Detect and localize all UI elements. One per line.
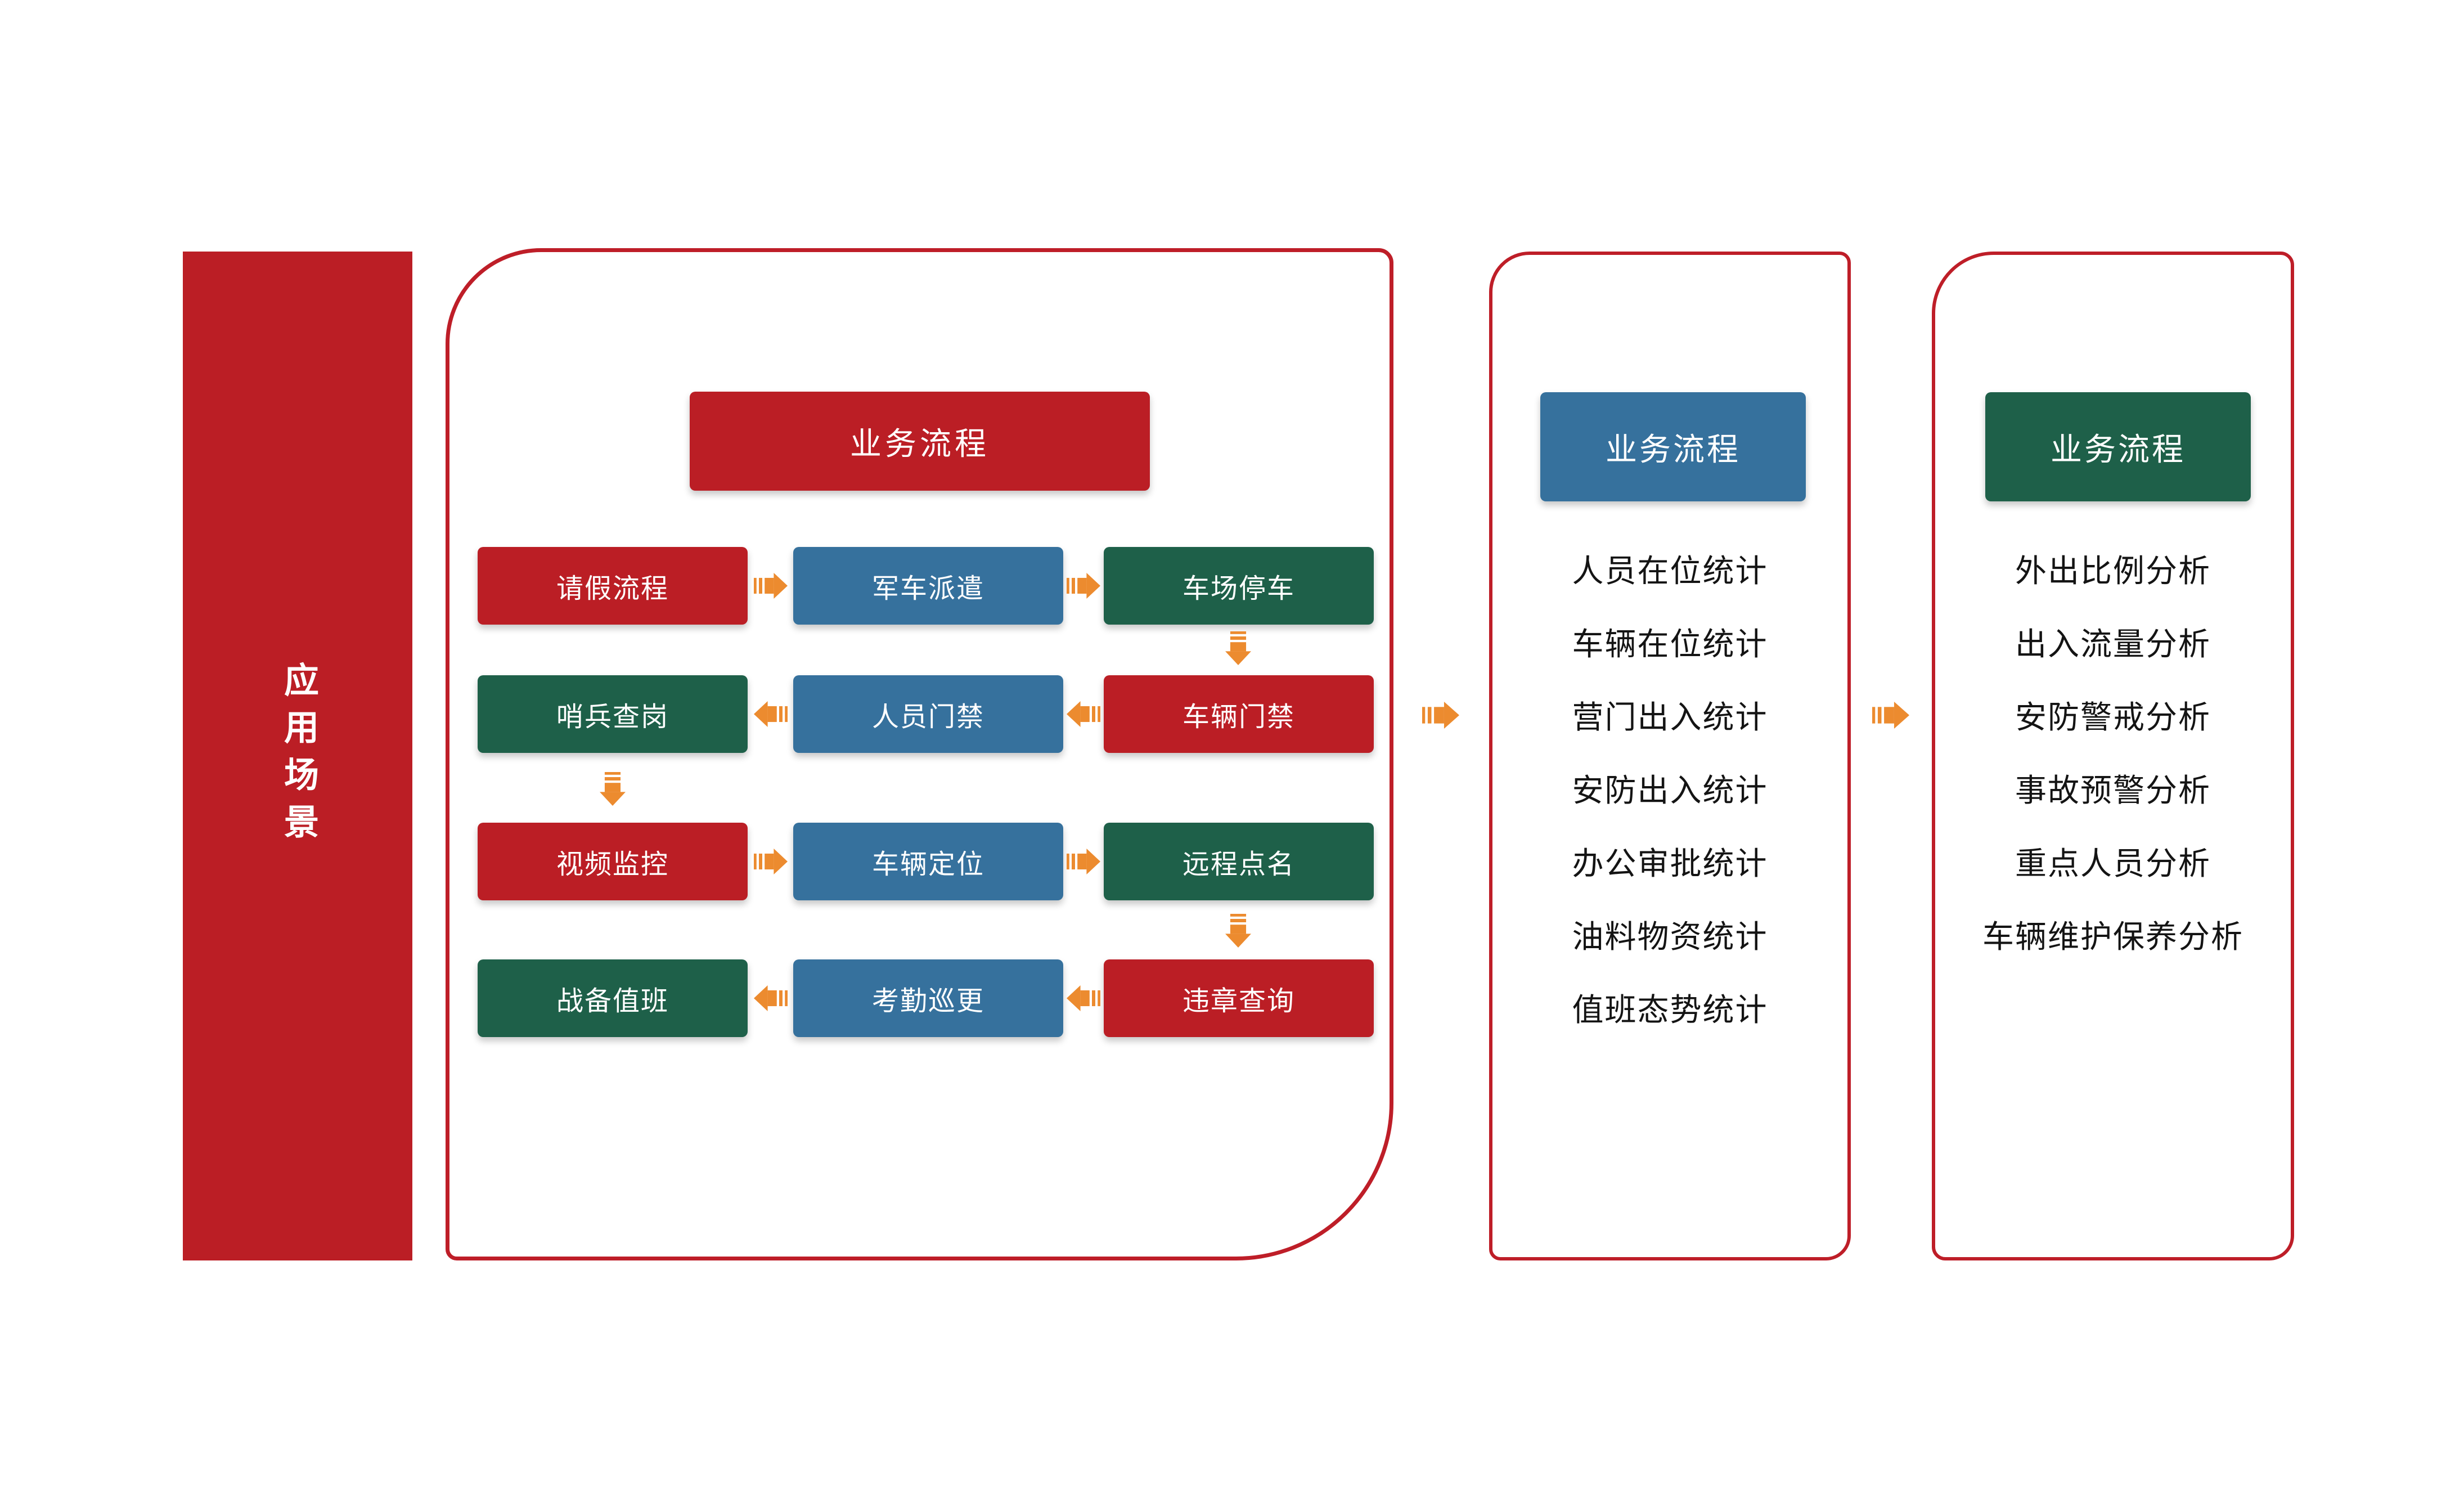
flow-box-r2c2: 人员门禁 bbox=[793, 675, 1063, 753]
stats-list-item: 营门出入统计 bbox=[1572, 699, 1768, 735]
stats-list-item: 值班态势统计 bbox=[1572, 991, 1768, 1028]
flow-arrow-left-icon bbox=[754, 985, 788, 1011]
flow-arrow-down-icon bbox=[1225, 631, 1251, 665]
flow-arrow-left-icon bbox=[1067, 701, 1100, 727]
analysis-list-item: 安防警戒分析 bbox=[2015, 699, 2211, 735]
flow-box-r4c3: 违章查询 bbox=[1104, 959, 1374, 1037]
flow-arrow-left-icon bbox=[754, 701, 788, 727]
sidebar-title: 应用场景 bbox=[278, 661, 317, 851]
flow-arrow-right-icon bbox=[754, 573, 788, 599]
main-panel-header: 业务流程 bbox=[690, 392, 1150, 491]
flow-arrow-right-icon bbox=[1067, 573, 1100, 599]
analysis-panel-header: 业务流程 bbox=[1985, 392, 2251, 501]
flow-arrow-left-icon bbox=[1067, 985, 1100, 1011]
analysis-list-item: 出入流量分析 bbox=[2015, 626, 2211, 662]
flow-box-r1c2: 军车派遣 bbox=[793, 547, 1063, 625]
flow-box-r2c1: 哨兵查岗 bbox=[478, 675, 748, 753]
stats-list-item: 油料物资统计 bbox=[1572, 918, 1768, 954]
stats-list-item: 人员在位统计 bbox=[1572, 553, 1768, 589]
flow-box-r1c1: 请假流程 bbox=[478, 547, 748, 625]
analysis-list-item: 车辆维护保养分析 bbox=[1982, 918, 2243, 954]
stats-panel-header: 业务流程 bbox=[1540, 392, 1806, 501]
flow-arrow-right-icon bbox=[754, 849, 788, 874]
analysis-list-item: 外出比例分析 bbox=[2015, 553, 2211, 589]
stats-panel: 业务流程 人员在位统计 车辆在位统计 营门出入统计 安防出入统计 办公审批统计 … bbox=[1489, 252, 1851, 1260]
stats-list-item: 办公审批统计 bbox=[1572, 845, 1768, 881]
analysis-panel: 业务流程 外出比例分析 出入流量分析 安防警戒分析 事故预警分析 重点人员分析 … bbox=[1932, 252, 2294, 1260]
stats-list-item: 车辆在位统计 bbox=[1572, 626, 1768, 662]
flow-arrow-down-icon bbox=[600, 772, 626, 806]
analysis-list-item: 重点人员分析 bbox=[2015, 845, 2211, 881]
sidebar-banner: 应用场景 bbox=[183, 252, 412, 1260]
panel-link-arrow-icon bbox=[1872, 702, 1909, 729]
flow-box-r1c3: 车场停车 bbox=[1104, 547, 1374, 625]
flow-box-r3c2: 车辆定位 bbox=[793, 823, 1063, 900]
flow-arrow-right-icon bbox=[1067, 849, 1100, 874]
flow-box-r3c1: 视频监控 bbox=[478, 823, 748, 900]
flow-box-r4c1: 战备值班 bbox=[478, 959, 748, 1037]
flow-arrow-down-icon bbox=[1225, 914, 1251, 948]
analysis-list-item: 事故预警分析 bbox=[2015, 772, 2211, 808]
stats-list-item: 安防出入统计 bbox=[1572, 772, 1768, 808]
flow-box-r4c2: 考勤巡更 bbox=[793, 959, 1063, 1037]
panel-link-arrow-icon bbox=[1422, 702, 1459, 729]
flow-box-r3c3: 远程点名 bbox=[1104, 823, 1374, 900]
flow-box-r2c3: 车辆门禁 bbox=[1104, 675, 1374, 753]
